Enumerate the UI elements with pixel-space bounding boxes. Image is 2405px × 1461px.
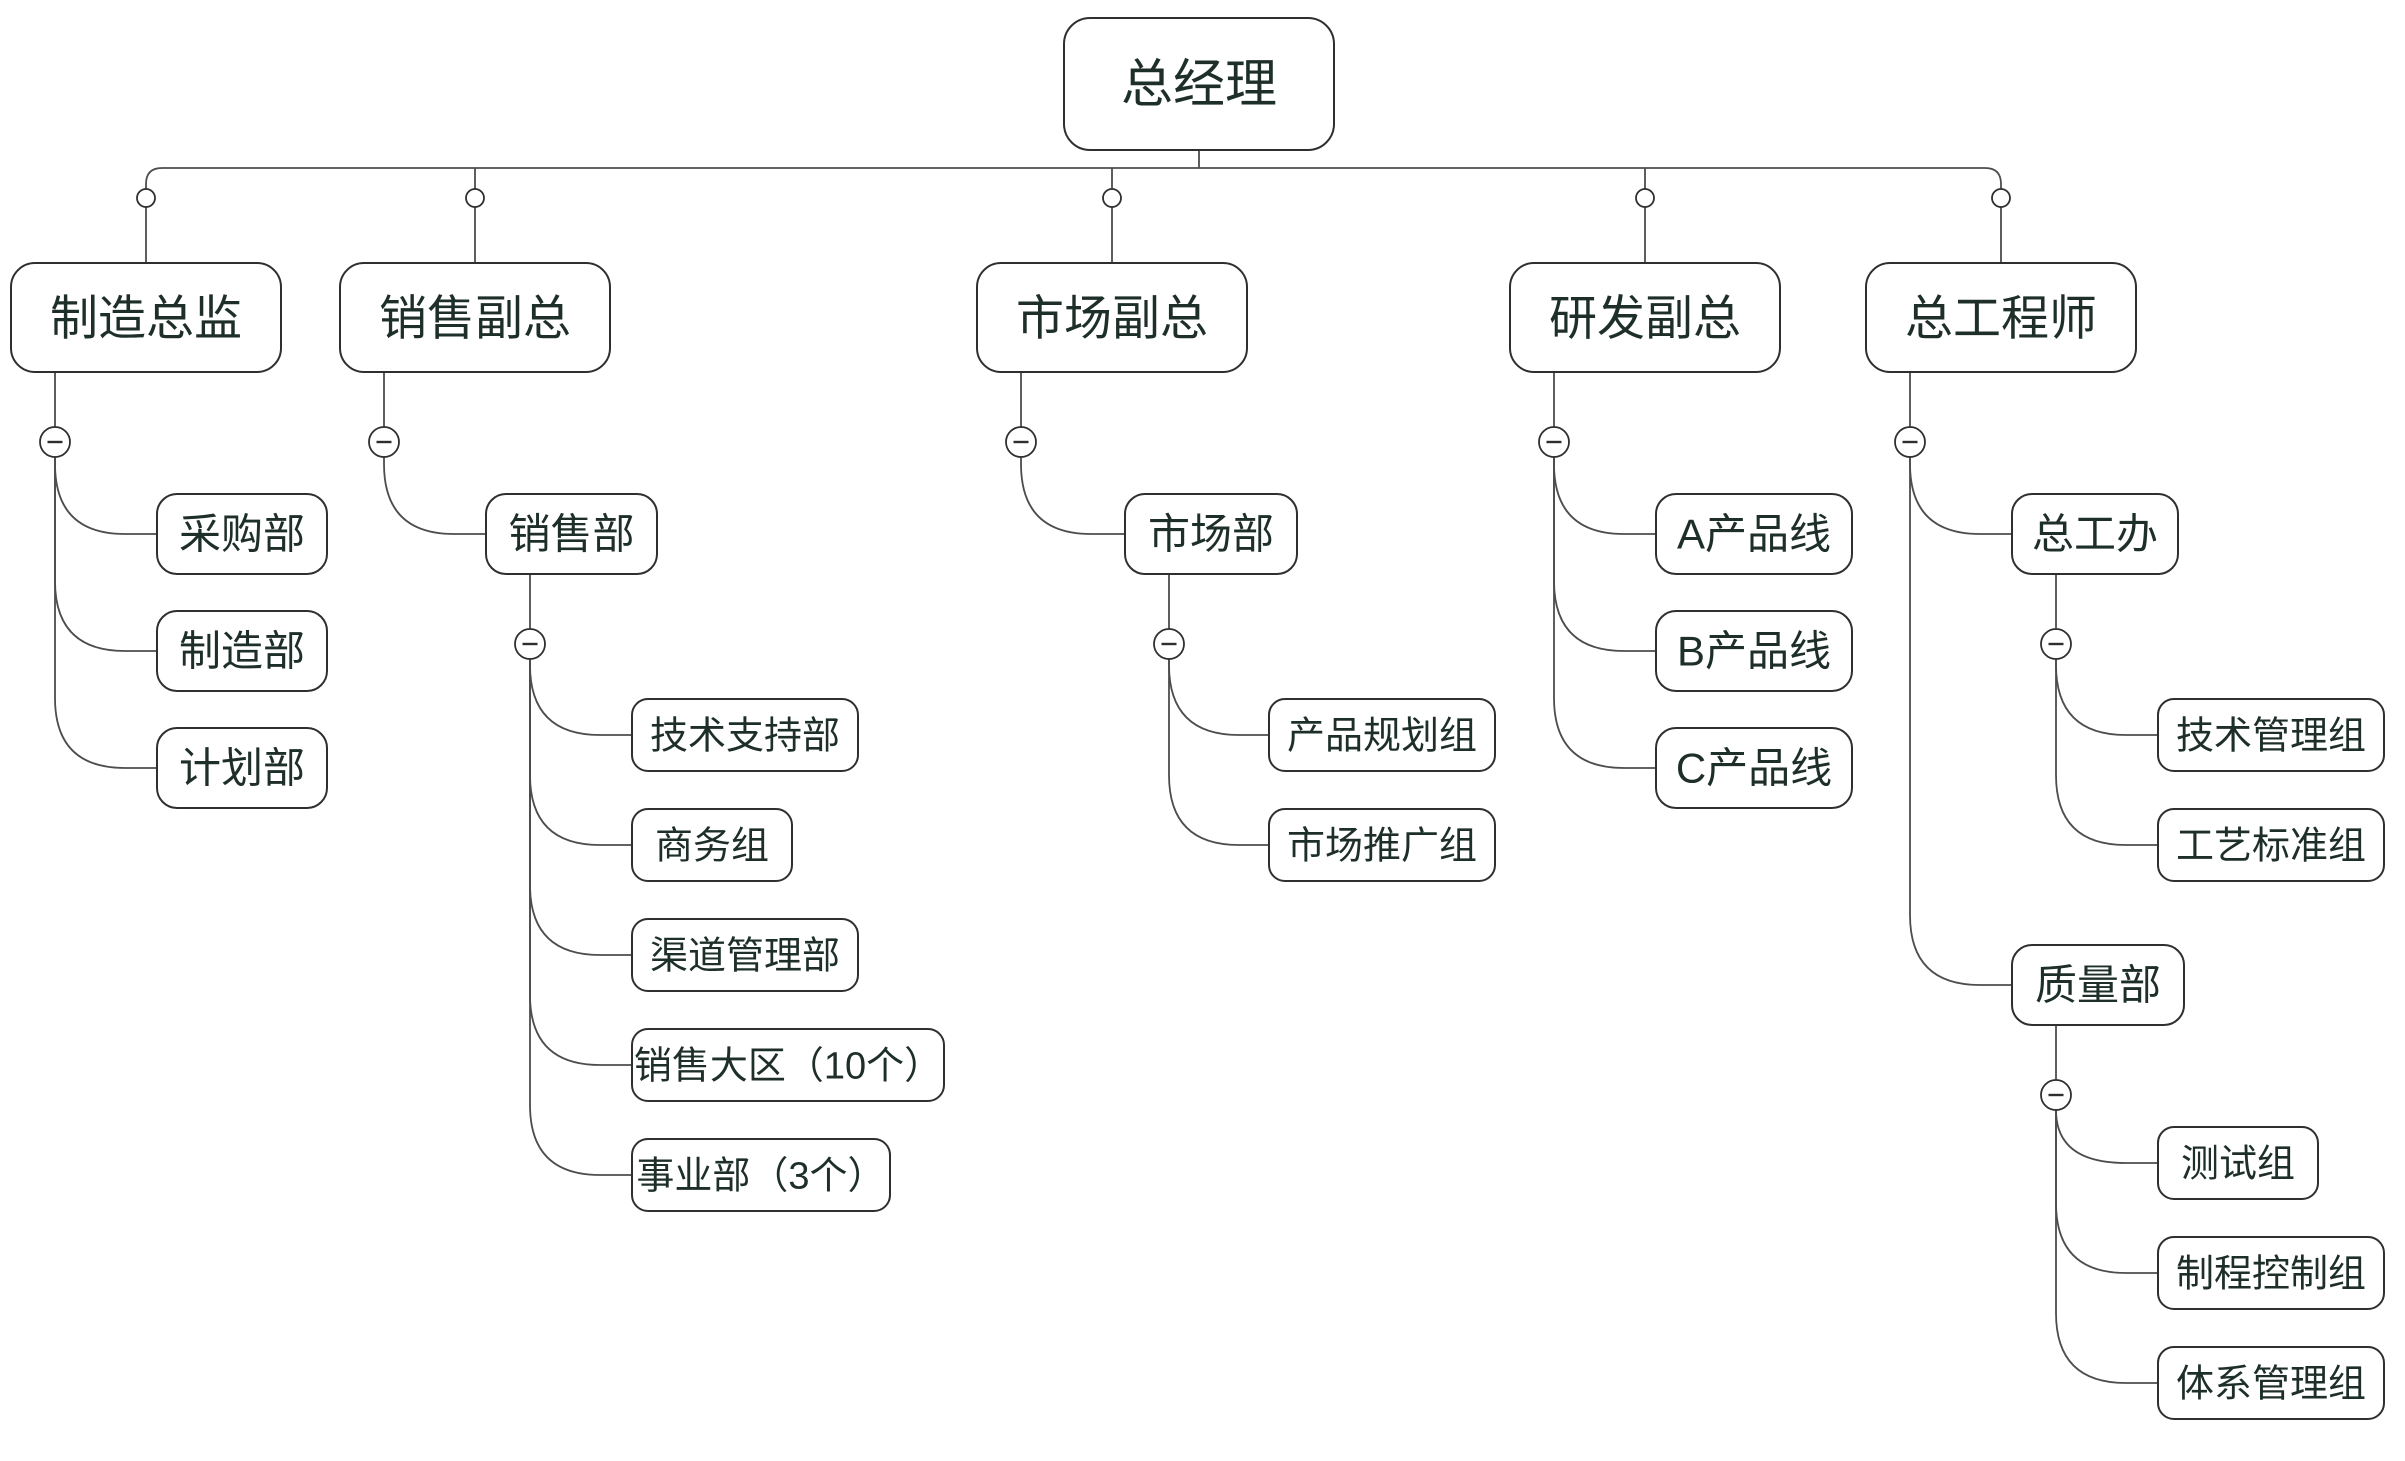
node-label-quality-dept: 质量部 [2035, 962, 2161, 1009]
node-product-line-a[interactable] [1655, 493, 1853, 575]
branch-toggle-rd-vp[interactable] [1635, 188, 1655, 208]
node-label-channel-mgmt-dept: 渠道管理部 [650, 935, 840, 977]
node-rd-vp[interactable] [1509, 262, 1781, 373]
node-label-tech-mgmt-group: 技术管理组 [2176, 715, 2366, 757]
node-label-testing-group: 测试组 [2181, 1143, 2295, 1185]
connector-line [529, 659, 632, 1066]
node-purchasing-dept[interactable] [156, 493, 328, 575]
node-label-rd-vp: 研发副总 [1549, 292, 1741, 345]
node-label-planning-dept: 计划部 [179, 745, 305, 792]
connector-line [2055, 659, 2158, 846]
connector-line [529, 659, 632, 846]
node-marketing-dept[interactable] [1124, 493, 1298, 575]
node-commerce-group[interactable] [631, 808, 793, 882]
node-label-business-units: 事业部（3个） [636, 1155, 885, 1197]
node-label-tech-support-dept: 技术支持部 [650, 715, 840, 757]
node-label-marketing-vp: 市场副总 [1016, 292, 1208, 345]
connector-line [2055, 1109, 2158, 1164]
node-label-chief-engineer-office: 总工办 [2032, 511, 2158, 558]
node-label-sales-vp: 销售副总 [379, 292, 571, 345]
branch-toggle-marketing-vp[interactable] [1102, 188, 1122, 208]
toggle-layer [39, 188, 2072, 1111]
node-system-mgmt-group[interactable] [2157, 1346, 2385, 1420]
connector-line [2055, 1110, 2158, 1274]
node-label-sales-dept: 销售部 [508, 511, 634, 558]
node-chief-engineer-office[interactable] [2011, 493, 2179, 575]
connector-line [145, 167, 2002, 263]
node-label-process-standard-group: 工艺标准组 [2176, 825, 2366, 867]
node-label-manufacturing-director: 制造总监 [50, 292, 242, 345]
node-chief-engineer[interactable] [1865, 262, 2137, 373]
connector-line [529, 659, 632, 1176]
node-product-line-b[interactable] [1655, 610, 1853, 692]
node-planning-dept[interactable] [156, 727, 328, 809]
connector-line [2055, 1110, 2158, 1384]
connector-layer [54, 150, 2158, 1384]
node-process-standard-group[interactable] [2157, 808, 2385, 882]
node-label-sales-regions: 销售大区（10个） [634, 1045, 942, 1087]
node-label-chief-engineer: 总工程师 [1905, 292, 2097, 345]
connector-line [1020, 457, 1125, 535]
branch-toggle-manufacturing-director[interactable] [136, 188, 156, 208]
node-manufacturing-director[interactable] [10, 262, 282, 373]
node-label-product-line-c: C产品线 [1676, 745, 1832, 792]
connector-line [1168, 659, 1269, 736]
node-marketing-vp[interactable] [976, 262, 1248, 373]
node-label-marketing-dept: 市场部 [1148, 511, 1274, 558]
connector-line [54, 457, 157, 769]
node-label-product-line-a: A产品线 [1677, 511, 1831, 558]
connector-line [529, 659, 632, 956]
node-general-manager[interactable] [1063, 17, 1335, 151]
node-manufacturing-dept[interactable] [156, 610, 328, 692]
node-sales-vp[interactable] [339, 262, 611, 373]
branch-toggle-chief-engineer[interactable] [1991, 188, 2011, 208]
node-sales-dept[interactable] [485, 493, 658, 575]
node-process-control-group[interactable] [2157, 1236, 2385, 1310]
node-label-process-control-group: 制程控制组 [2176, 1253, 2366, 1295]
node-label-manufacturing-dept: 制造部 [179, 628, 305, 675]
branch-toggle-sales-vp[interactable] [465, 188, 485, 208]
node-label-system-mgmt-group: 体系管理组 [2176, 1363, 2366, 1405]
connector-line [1168, 659, 1269, 846]
node-business-units[interactable] [631, 1138, 891, 1212]
node-label-product-line-b: B产品线 [1677, 628, 1831, 675]
node-sales-regions[interactable] [631, 1028, 945, 1102]
connector-line [1553, 457, 1656, 535]
node-channel-mgmt-dept[interactable] [631, 918, 859, 992]
node-label-purchasing-dept: 采购部 [179, 511, 305, 558]
node-market-promotion-group[interactable] [1268, 808, 1496, 882]
node-quality-dept[interactable] [2011, 944, 2185, 1026]
connector-line [1553, 457, 1656, 769]
connector-line [383, 457, 486, 535]
node-tech-support-dept[interactable] [631, 698, 859, 772]
node-label-market-promotion-group: 市场推广组 [1287, 825, 1477, 867]
connector-line [529, 659, 632, 736]
node-label-general-manager: 总经理 [1121, 56, 1277, 114]
node-label-commerce-group: 商务组 [655, 825, 769, 867]
node-tech-mgmt-group[interactable] [2157, 698, 2385, 772]
node-product-planning-group[interactable] [1268, 698, 1496, 772]
node-label-product-planning-group: 产品规划组 [1287, 715, 1477, 757]
connector-line [2055, 659, 2158, 736]
node-product-line-c[interactable] [1655, 727, 1853, 809]
node-testing-group[interactable] [2157, 1126, 2319, 1200]
connector-line [54, 457, 157, 652]
connector-line [54, 457, 157, 535]
connector-line [1909, 457, 2012, 986]
connector-line [1553, 457, 1656, 652]
connector-line [1909, 457, 2012, 535]
